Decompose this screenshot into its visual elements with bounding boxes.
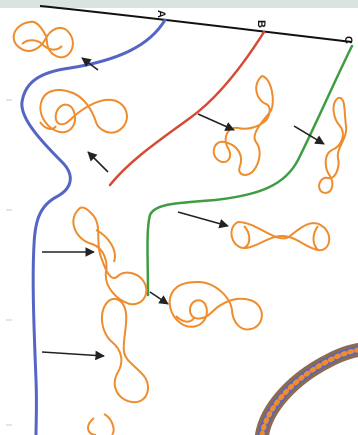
arrow-c-2 xyxy=(178,212,228,226)
knot-bottom-partial xyxy=(88,414,114,435)
knot-vertical-right xyxy=(319,98,346,193)
knot-elongated-1 xyxy=(73,207,146,304)
knot-heart-loop-2 xyxy=(170,282,262,329)
helix-coil xyxy=(262,350,358,435)
knot-double-loop xyxy=(231,222,329,250)
arrow-a-4 xyxy=(42,352,104,356)
curve-c xyxy=(148,46,353,295)
arrow-a-2 xyxy=(88,152,108,172)
arrow-b-1 xyxy=(198,114,234,130)
arrow-c-3 xyxy=(150,292,168,304)
curve-a xyxy=(22,20,165,435)
left-axis-ticks xyxy=(6,100,12,425)
curve-label-a: A xyxy=(155,10,167,18)
top-axis-line xyxy=(40,6,352,42)
curve-label-b: B xyxy=(255,20,267,28)
arrow-c-1 xyxy=(294,126,324,144)
knot-figure-eight-1 xyxy=(14,22,73,58)
curve-label-c: C xyxy=(342,36,354,44)
knot-figure-eight-2 xyxy=(102,299,148,402)
knot-heart-loop-1 xyxy=(40,90,127,133)
